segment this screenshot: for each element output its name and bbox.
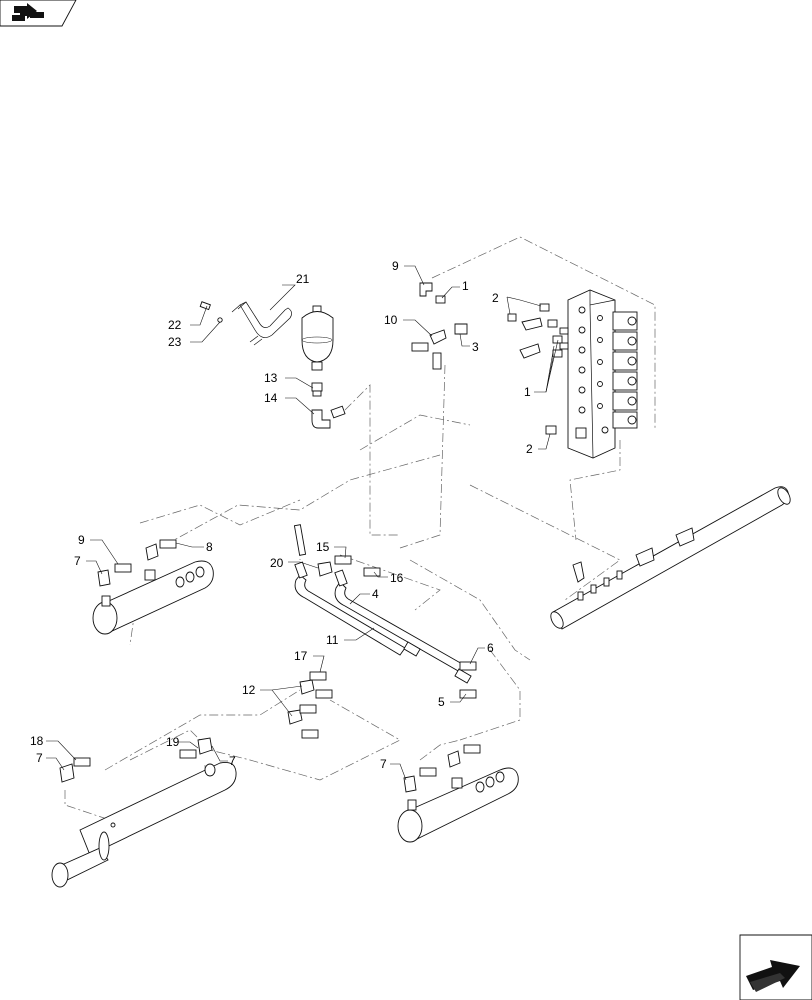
- back-arrow-icon: [12, 3, 44, 21]
- callout-13: 13: [264, 371, 278, 385]
- callout-18: 18: [30, 734, 44, 748]
- callout-12: 12: [242, 683, 256, 697]
- callout-17: 17: [294, 649, 308, 663]
- distribution-tube: [550, 486, 791, 630]
- callout-10: 10: [384, 313, 398, 327]
- upper-fittings: [411, 282, 468, 370]
- accumulator-assembly: [199, 301, 346, 429]
- callout-11: 11: [326, 633, 339, 647]
- cylinder-clevis-holes: [175, 566, 205, 588]
- callout-3: 3: [472, 340, 479, 354]
- callout-14: 14: [264, 391, 278, 405]
- callout-7-lower-left: 7: [36, 751, 43, 765]
- callout-2-upper: 2: [492, 291, 499, 305]
- adapter-fitting: [311, 382, 323, 397]
- callout-7-lower-right: 7: [380, 757, 387, 771]
- callout-8: 8: [206, 540, 213, 554]
- forward-arrow-icon: [746, 960, 800, 992]
- cylinder-lower-right: [397, 744, 519, 843]
- callout-labels: 21 22 23 13 14 9 1 10 3 2 1 2 9 7 8 20 1…: [30, 259, 533, 771]
- callout-7-lower-mid: 7: [229, 754, 236, 768]
- callout-20: 20: [270, 556, 284, 570]
- manifold-elbow-fittings: [519, 317, 569, 359]
- next-page-tab[interactable]: [739, 934, 812, 1000]
- accumulator-body: [301, 305, 334, 371]
- callout-9-upper: 9: [392, 259, 399, 273]
- leader-lines: [46, 265, 559, 781]
- elbow-fitting: [311, 405, 346, 429]
- callout-6: 6: [487, 641, 494, 655]
- mounting-clamp: [231, 301, 292, 346]
- callout-5: 5: [438, 695, 445, 709]
- tube-nipples: [577, 527, 695, 601]
- manifold-plug-fittings: [507, 303, 557, 435]
- callout-9-left: 9: [78, 533, 85, 547]
- mid-fittings: [287, 555, 477, 739]
- callout-4: 4: [372, 587, 379, 601]
- tube-inlet-fitting: [572, 561, 585, 583]
- routing-lines: [64, 236, 656, 821]
- callout-23: 23: [168, 335, 182, 349]
- callout-1-lower: 1: [524, 385, 531, 399]
- clamp-bolt: [199, 301, 223, 323]
- manifold-ports: [575, 306, 609, 439]
- callout-15: 15: [316, 540, 330, 554]
- solenoid-sections: [612, 311, 638, 429]
- prev-page-tab[interactable]: [0, 0, 77, 27]
- callout-1-upper: 1: [462, 279, 469, 293]
- callout-21: 21: [296, 272, 310, 286]
- callout-19: 19: [166, 735, 180, 749]
- callout-16: 16: [390, 571, 404, 585]
- callout-7-upper-left: 7: [74, 554, 81, 568]
- cylinder-upper-left: [92, 539, 214, 635]
- callout-2-lower: 2: [526, 442, 533, 456]
- valve-manifold: [507, 289, 638, 459]
- callout-22: 22: [168, 318, 182, 332]
- cylinder-lower-left: [51, 737, 237, 888]
